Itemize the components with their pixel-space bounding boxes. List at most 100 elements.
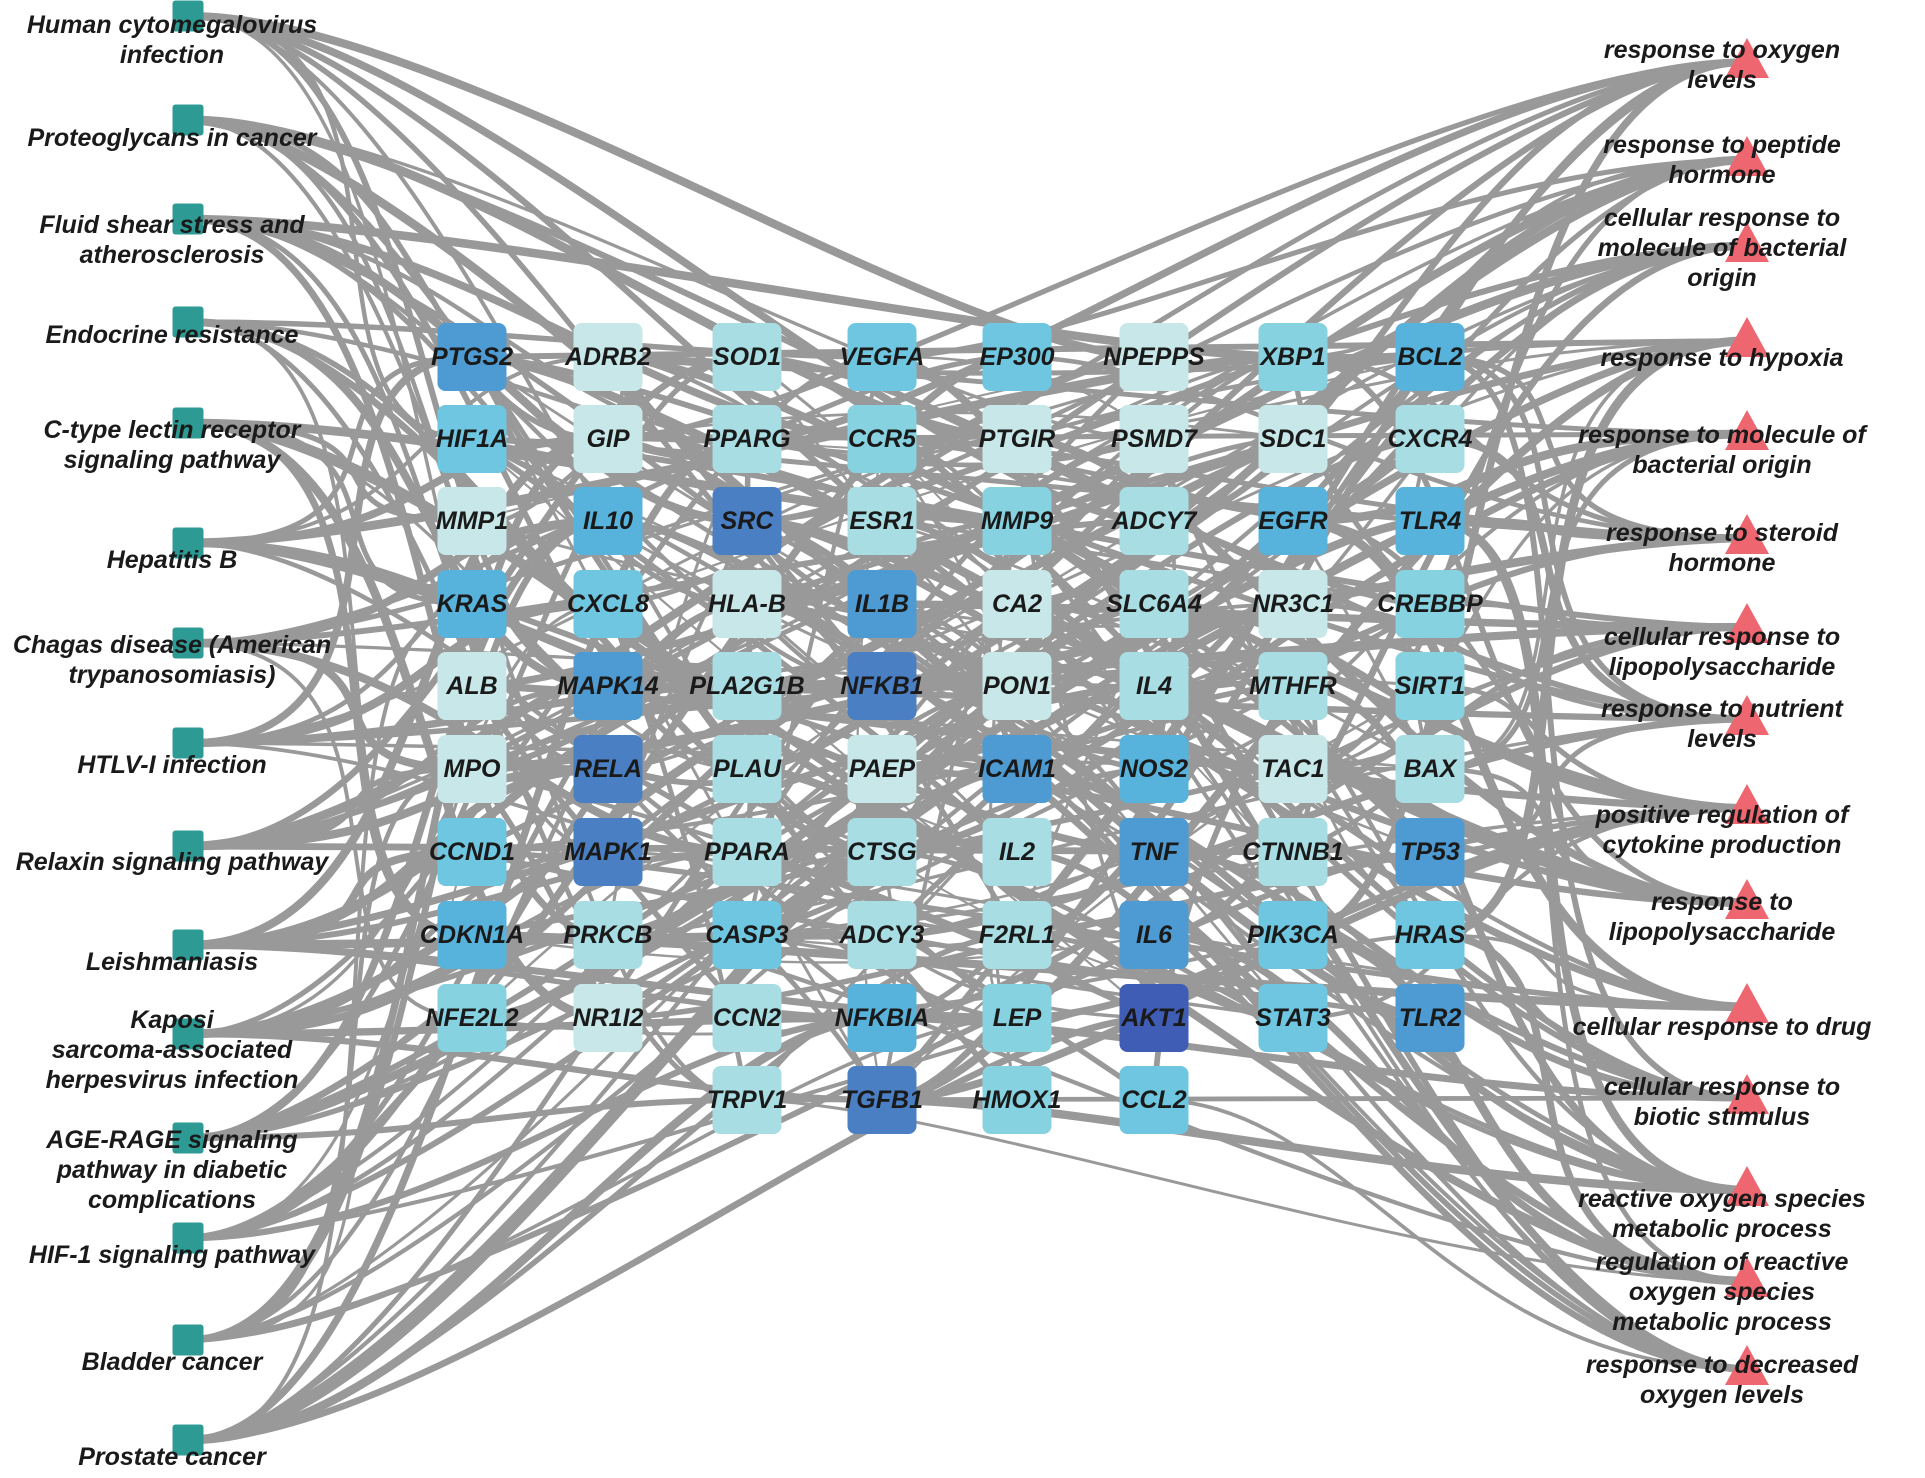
gene-node[interactable]: SRC (712, 487, 782, 555)
gene-node[interactable]: CXCR4 (1388, 405, 1472, 473)
gene-node[interactable]: TP53 (1395, 818, 1465, 886)
pathway-node-square[interactable] (172, 727, 204, 759)
pathway-node-square[interactable] (172, 527, 204, 559)
gene-node[interactable]: PON1 (982, 652, 1052, 720)
gene-node[interactable]: CDKN1A (420, 901, 524, 969)
go-term-node-triangle[interactable] (1725, 514, 1769, 554)
gene-node[interactable]: F2RL1 (979, 901, 1055, 969)
pathway-node-square[interactable] (172, 1122, 204, 1154)
gene-node[interactable]: ESR1 (847, 487, 917, 555)
gene-node[interactable]: PSMD7 (1111, 405, 1197, 473)
gene-node[interactable]: IL2 (982, 818, 1052, 886)
gene-node[interactable]: BAX (1395, 735, 1465, 803)
go-term-node-triangle[interactable] (1725, 410, 1769, 450)
go-term-node-triangle[interactable] (1725, 136, 1769, 176)
gene-node[interactable]: CA2 (982, 570, 1052, 638)
gene-node[interactable]: CCL2 (1119, 1066, 1189, 1134)
go-term-node-triangle[interactable] (1725, 1257, 1769, 1297)
go-term-node-triangle[interactable] (1725, 603, 1769, 643)
gene-node[interactable]: PAEP (847, 735, 917, 803)
go-term-node-triangle[interactable] (1725, 317, 1769, 357)
gene-node[interactable]: CREBBP (1377, 570, 1483, 638)
pathway-node-square[interactable] (172, 1018, 204, 1050)
gene-node[interactable]: NFE2L2 (425, 984, 519, 1052)
gene-node[interactable]: PRKCB (564, 901, 652, 969)
gene-node[interactable]: STAT3 (1255, 984, 1331, 1052)
gene-node[interactable]: PPARA (704, 818, 790, 886)
gene-node[interactable]: SIRT1 (1395, 652, 1465, 720)
gene-node[interactable]: NOS2 (1119, 735, 1189, 803)
gene-node[interactable]: MAPK1 (564, 818, 652, 886)
gene-node[interactable]: NFKB1 (840, 652, 924, 720)
pathway-node-square[interactable] (172, 306, 204, 338)
gene-node[interactable]: PLA2G1B (689, 652, 805, 720)
go-term-node-triangle[interactable] (1725, 222, 1769, 262)
gene-node[interactable]: IL1B (847, 570, 917, 638)
gene-node[interactable]: MTHFR (1249, 652, 1337, 720)
gene-node[interactable]: GIP (573, 405, 643, 473)
pathway-node-square[interactable] (172, 627, 204, 659)
gene-node[interactable]: TAC1 (1258, 735, 1328, 803)
gene-node[interactable]: EGFR (1258, 487, 1328, 555)
gene-node[interactable]: SDC1 (1258, 405, 1328, 473)
gene-node[interactable]: MMP9 (981, 487, 1053, 555)
go-term-node-triangle[interactable] (1725, 38, 1769, 78)
gene-node[interactable]: ADRB2 (565, 323, 651, 391)
gene-node[interactable]: RELA (573, 735, 643, 803)
gene-node[interactable]: BCL2 (1395, 323, 1465, 391)
go-term-node-triangle[interactable] (1725, 784, 1769, 824)
gene-node[interactable]: TLR4 (1395, 487, 1465, 555)
pathway-node-square[interactable] (172, 1424, 204, 1456)
gene-node[interactable]: TNF (1119, 818, 1189, 886)
gene-node[interactable]: PLAU (712, 735, 782, 803)
go-term-node-triangle[interactable] (1725, 1074, 1769, 1114)
gene-node[interactable]: CCN2 (712, 984, 782, 1052)
gene-node[interactable]: PPARG (703, 405, 791, 473)
gene-node[interactable]: PIK3CA (1247, 901, 1339, 969)
gene-node[interactable]: TGFB1 (841, 1066, 923, 1134)
gene-node[interactable]: ICAM1 (978, 735, 1056, 803)
pathway-node-square[interactable] (172, 104, 204, 136)
gene-node[interactable]: CCR5 (847, 405, 917, 473)
gene-node[interactable]: PTGIR (979, 405, 1055, 473)
gene-node[interactable]: LEP (982, 984, 1052, 1052)
pathway-node-square[interactable] (172, 1222, 204, 1254)
gene-node[interactable]: HLA-B (708, 570, 786, 638)
gene-node[interactable]: XBP1 (1258, 323, 1328, 391)
gene-node[interactable]: HRAS (1395, 901, 1465, 969)
gene-node[interactable]: IL6 (1119, 901, 1189, 969)
pathway-node-square[interactable] (172, 1324, 204, 1356)
gene-node[interactable]: NFKBIA (835, 984, 929, 1052)
gene-node[interactable]: SLC6A4 (1106, 570, 1202, 638)
gene-node[interactable]: HMOX1 (973, 1066, 1061, 1134)
pathway-node-square[interactable] (172, 929, 204, 961)
gene-node[interactable]: TRPV1 (707, 1066, 787, 1134)
gene-node[interactable]: SOD1 (712, 323, 782, 391)
gene-node[interactable]: EP300 (979, 323, 1055, 391)
pathway-node-square[interactable] (172, 830, 204, 862)
gene-node[interactable]: KRAS (437, 570, 507, 638)
gene-node[interactable]: NR3C1 (1252, 570, 1334, 638)
gene-node[interactable]: ALB (437, 652, 507, 720)
go-term-node-triangle[interactable] (1725, 695, 1769, 735)
gene-node[interactable]: CXCL8 (567, 570, 649, 638)
gene-node[interactable]: CTSG (847, 818, 917, 886)
gene-node[interactable]: IL4 (1119, 652, 1189, 720)
gene-node[interactable]: ADCY7 (1112, 487, 1196, 555)
gene-node[interactable]: MMP1 (436, 487, 508, 555)
pathway-node-square[interactable] (172, 0, 204, 32)
gene-node[interactable]: VEGFA (840, 323, 924, 391)
gene-node[interactable]: CTNNB1 (1242, 818, 1344, 886)
gene-node[interactable]: AKT1 (1119, 984, 1189, 1052)
gene-node[interactable]: MAPK14 (557, 652, 659, 720)
go-term-node-triangle[interactable] (1725, 983, 1769, 1023)
pathway-node-square[interactable] (172, 407, 204, 439)
gene-node[interactable]: ADCY3 (840, 901, 924, 969)
go-term-node-triangle[interactable] (1725, 1166, 1769, 1206)
pathway-node-square[interactable] (172, 203, 204, 235)
gene-node[interactable]: CASP3 (705, 901, 789, 969)
gene-node[interactable]: CCND1 (429, 818, 515, 886)
gene-node[interactable]: PTGS2 (431, 323, 513, 391)
gene-node[interactable]: IL10 (573, 487, 643, 555)
go-term-node-triangle[interactable] (1725, 1345, 1769, 1385)
